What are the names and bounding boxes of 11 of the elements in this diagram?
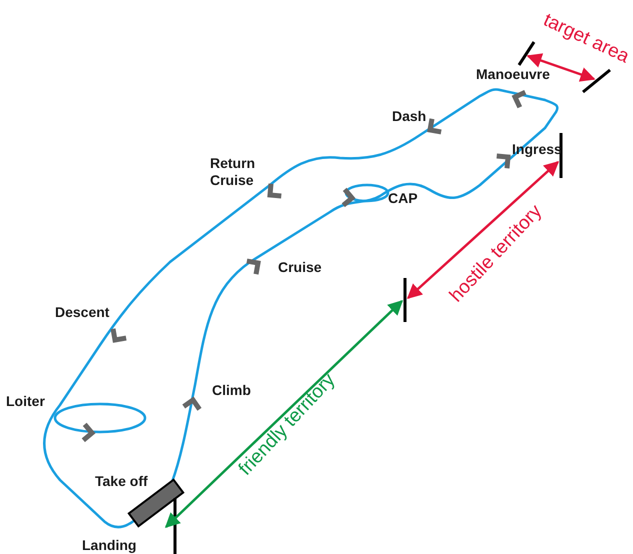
phase-label: Cruise — [278, 259, 322, 276]
phase-label: Landing — [82, 537, 136, 554]
dimension-label: target area — [540, 10, 632, 68]
phase-label: Take off — [95, 473, 148, 490]
phase-label: Manoeuvre — [476, 66, 550, 83]
phase-label: Return Cruise — [210, 155, 256, 189]
phase-label: CAP — [388, 190, 418, 207]
phase-label: Climb — [212, 382, 251, 399]
phase-label: Descent — [55, 304, 110, 321]
phase-label: Loiter — [6, 393, 45, 410]
phase-label: Dash — [392, 108, 426, 125]
